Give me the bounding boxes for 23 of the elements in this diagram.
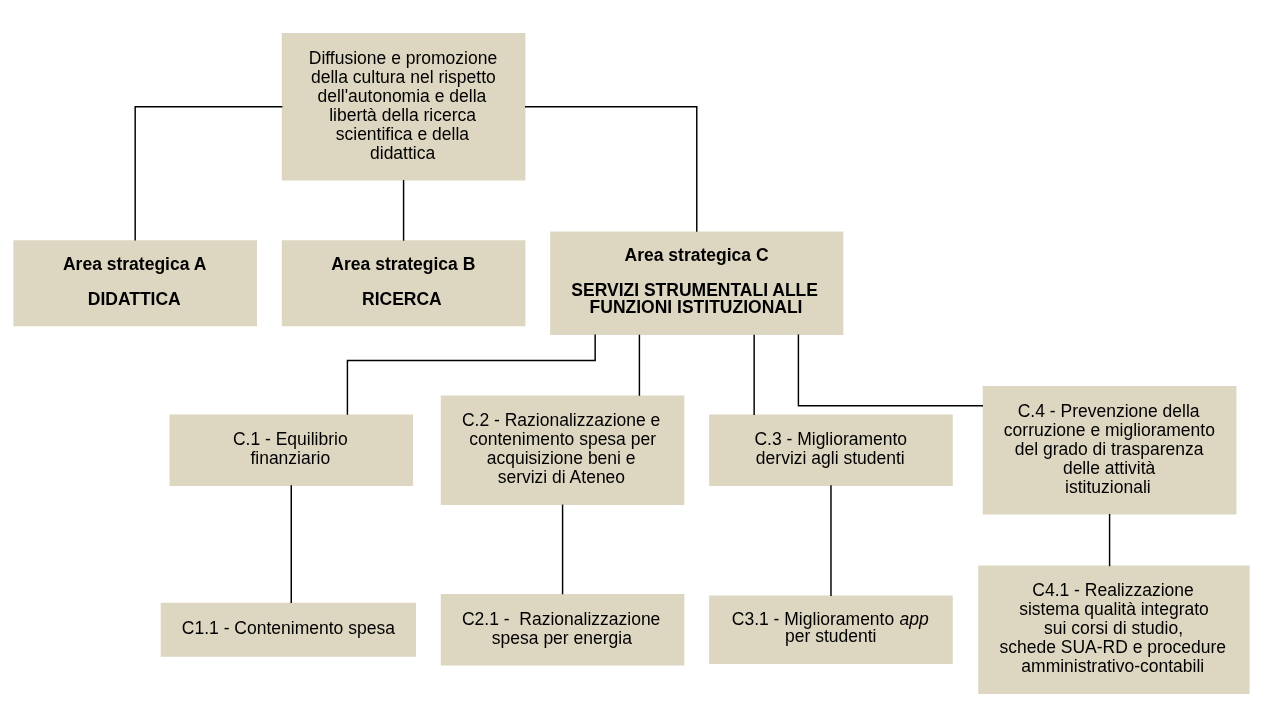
connector: [290, 484, 292, 604]
connector: [797, 333, 984, 407]
node-box: Diffusione e promozione della cultura nel rispetto dell'autonomia e della libertà della ricerca scientifica e della didattica: [281, 33, 526, 181]
node-box: C4.1 - Realizzazione sistema qualità integrato sui corsi di studio, schede SUA-RD e procedure amministrativo-contabili: [978, 565, 1250, 694]
connector: [638, 334, 641, 397]
connector: [1108, 513, 1111, 567]
node-box: Area strategica C SERVIZI STRUMENTALI ALLE FUNZIONI ISTITUZIONALI: [550, 231, 844, 336]
connector: [753, 334, 755, 416]
connector: [561, 503, 564, 595]
node-box: C.1 - Equilibrio finanziario: [169, 414, 414, 487]
node-box: Area strategica B RICERCA: [281, 240, 526, 327]
node-box: C3.1 - Miglioramento app per studenti: [709, 595, 953, 664]
connector: [830, 484, 832, 597]
node-box: C1.1 - Contenimento spesa: [160, 602, 416, 657]
node-box: C.4 - Prevenzione della corruzione e miglioramento del grado di trasparenza delle attività istituzionali: [982, 386, 1237, 515]
node-box: Area strategica A DIDATTICA: [13, 240, 257, 327]
node-box: C.2 - Razionalizzazione e contenimento spesa per acquisizione beni e servizi di Ateneo: [440, 395, 685, 505]
connector: [134, 106, 284, 242]
connector: [524, 106, 698, 233]
node-box: C2.1 - Razionalizzazione spesa per energia: [440, 593, 685, 666]
node-box: C.3 - Miglioramento dervizi agli studenti: [709, 414, 953, 487]
connector: [402, 179, 405, 242]
connector: [346, 333, 596, 416]
